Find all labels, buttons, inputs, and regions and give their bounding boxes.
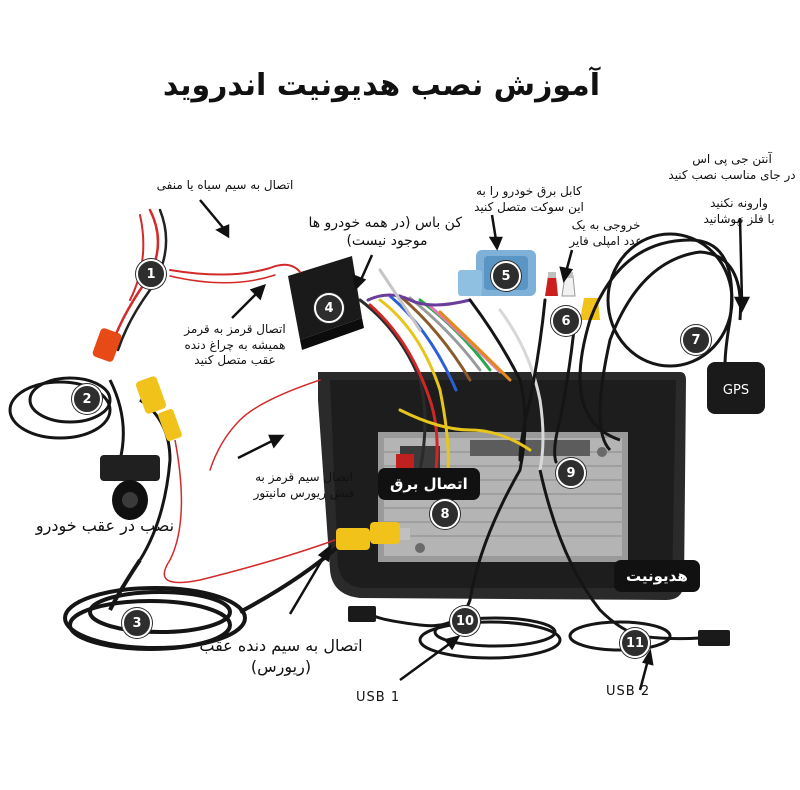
label-gps-note-line1: وارونه نکنید <box>684 196 794 212</box>
power-tag: اتصال برق <box>378 468 480 500</box>
label-red-reverse: اتصال سیم قرمز به فیش ریورس مانیتور <box>244 470 364 501</box>
badge-1: 1 <box>136 259 166 289</box>
usb1-label: USB 1 <box>356 690 400 705</box>
label-red-lamp: اتصال قرمز به قرمز همیشه به چراغ دنده عق… <box>170 322 300 369</box>
label-power-cable-line1: کابل برق خودرو را به <box>464 184 594 200</box>
usb2-plug <box>698 630 730 646</box>
label-red-lamp-line1: اتصال قرمز به قرمز <box>170 322 300 338</box>
label-gps-antenna-line1: آنتن جی پی اس <box>662 152 800 168</box>
label-negative-wire: اتصال به سیم سیاه یا منفی <box>140 178 310 194</box>
diagram-title: آموزش نصب هدیونیت اندروید <box>200 66 600 105</box>
badge-7: 7 <box>681 325 711 355</box>
gps-module-text: GPS <box>723 383 749 398</box>
label-amp-output-line1: خروجی به یک <box>556 218 656 234</box>
label-red-lamp-line3: عقب متصل کنید <box>170 353 300 369</box>
label-reverse-line1: اتصال به سیم دنده عقب <box>196 636 366 657</box>
usb2-label: USB 2 <box>606 684 650 699</box>
badge-6: 6 <box>551 306 581 336</box>
badge-3: 3 <box>122 608 152 638</box>
badge-5: 5 <box>491 261 521 291</box>
label-canbus: کن باس (در همه خودرو ها موجود نیست) <box>312 214 462 250</box>
label-power-cable-line2: این سوکت متصل کنید <box>464 200 594 216</box>
reverse-red-wire <box>164 440 335 583</box>
label-gps-note: وارونه نکنید با فلز نپوشانید <box>684 196 794 227</box>
label-amp-output: خروجی به یک عدد امپلی فایر <box>556 218 656 249</box>
label-canbus-line1: کن باس (در همه خودرو ها <box>312 214 462 232</box>
rear-camera <box>100 455 160 520</box>
label-gps-antenna-line2: در جای مناسب نصب کنید <box>662 168 800 184</box>
badge-10: 10 <box>450 606 480 636</box>
label-amp-output-line2: عدد امپلی فایر <box>556 234 656 250</box>
label-power-cable: کابل برق خودرو را به این سوکت متصل کنید <box>464 184 594 215</box>
label-reverse-line2: (ریورس) <box>196 657 366 678</box>
badge-9: 9 <box>556 458 586 488</box>
label-gps-antenna: آنتن جی پی اس در جای مناسب نصب کنید <box>662 152 800 183</box>
label-gps-note-line2: با فلز نپوشانید <box>684 212 794 228</box>
badge-11: 11 <box>620 628 650 658</box>
label-red-reverse-line2: فیش ریورس مانیتور <box>244 486 364 502</box>
badge-4: 4 <box>314 293 344 323</box>
gps-module: GPS <box>707 362 765 414</box>
badge-2: 2 <box>72 384 102 414</box>
label-rear-camera: نصب در عقب خودرو <box>30 516 180 537</box>
label-canbus-line2: موجود نیست) <box>312 232 462 250</box>
label-red-reverse-line1: اتصال سیم قرمز به <box>244 470 364 486</box>
label-red-lamp-line2: همیشه به چراغ دنده <box>170 338 300 354</box>
camera-rca-yellow <box>135 375 183 442</box>
headunit-tag: هدیونیت <box>614 560 700 592</box>
usb1-plug <box>348 606 376 622</box>
label-reverse: اتصال به سیم دنده عقب (ریورس) <box>196 636 366 678</box>
badge-8: 8 <box>430 499 460 529</box>
